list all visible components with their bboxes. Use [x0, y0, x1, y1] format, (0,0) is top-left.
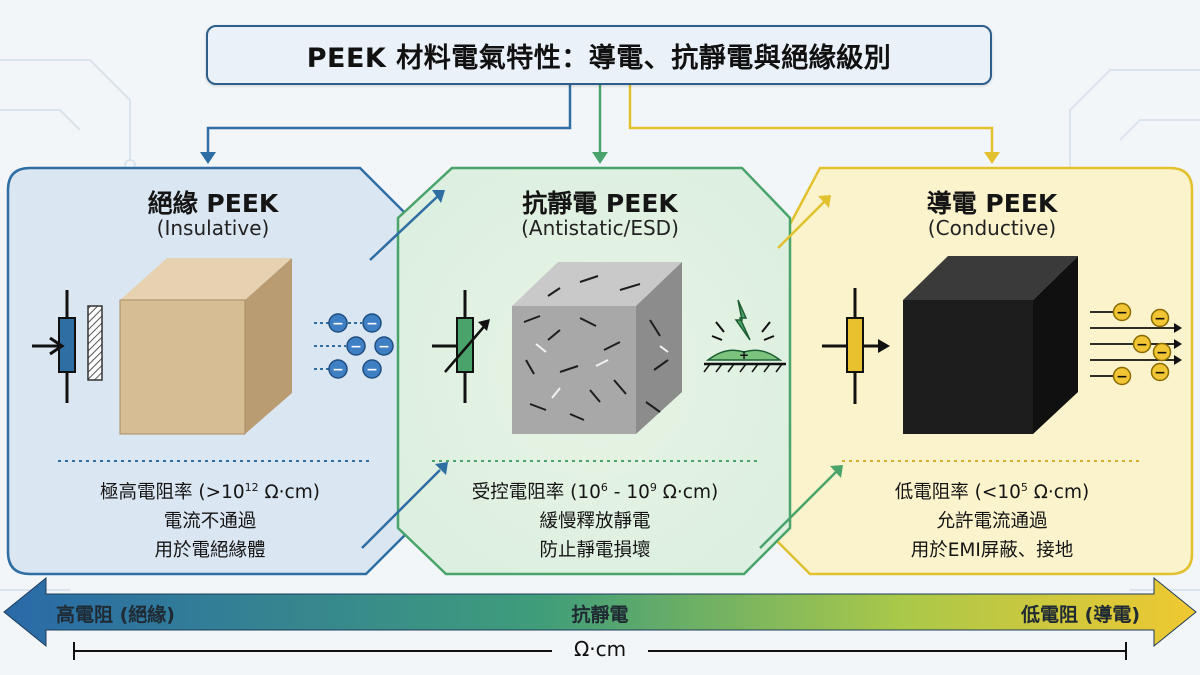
page-title: PEEK 材料電氣特性：導電、抗靜電與絕緣級別 [206, 25, 992, 85]
variable-resistor-icon-insulative [32, 290, 103, 403]
antistatic-resistivity: 受控電阻率 (106 - 109 Ω·cm) [471, 481, 719, 503]
scale-unit-label: Ω·cm [552, 637, 648, 661]
svg-text:−: − [1154, 311, 1166, 327]
panel-insulative-description: 極高電阻率 (>1012 Ω·cm) 電流不通過 用於電絕緣體 [30, 473, 390, 565]
svg-text:−: − [1116, 369, 1128, 385]
svg-text:−: − [1136, 337, 1148, 353]
scale-right-label: 低電阻 (導電) [1021, 604, 1140, 626]
svg-text:−: − [1156, 345, 1168, 361]
transition-arrows [361, 190, 843, 549]
scale-center-label: 抗靜電 [571, 604, 629, 626]
circuit-background [0, 59, 1200, 591]
svg-text:−: − [350, 339, 362, 355]
panel-antistatic-subtitle: (Antistatic/ESD) [521, 216, 679, 240]
svg-text:−: − [378, 339, 390, 355]
panel-antistatic-title: 抗靜電 PEEK [522, 189, 678, 218]
conductive-line2: 允許電流通過 [936, 511, 1048, 532]
panel-conductive-subtitle: (Conductive) [927, 216, 1057, 240]
svg-text:−: − [1154, 365, 1166, 381]
svg-text:+: + [739, 348, 749, 362]
insulative-line2: 電流不通過 [163, 511, 257, 532]
svg-text:−: − [366, 362, 378, 378]
panel-insulative-title: 絕緣 PEEK [147, 189, 279, 218]
panel-antistatic-description: 受控電阻率 (106 - 109 Ω·cm) 緩慢釋放靜電 防止靜電損壞 [410, 473, 780, 565]
svg-text:−: − [366, 316, 378, 332]
svg-text:−: − [332, 316, 344, 332]
antistatic-line3: 防止靜電損壞 [539, 540, 651, 561]
conductive-line3: 用於EMI屏蔽、接地 [910, 540, 1074, 561]
title-connectors [200, 82, 1000, 164]
static-discharge-icon: + [703, 299, 786, 373]
antistatic-line2: 緩慢釋放靜電 [539, 511, 651, 532]
panel-conductive-title: 導電 PEEK [926, 189, 1058, 218]
cube-insulative [119, 258, 292, 435]
insulative-line3: 用於電絕緣體 [154, 540, 266, 561]
svg-text:−: − [332, 362, 344, 378]
cube-conductive [903, 256, 1078, 434]
electron-blocked-icon: − − − − − − [314, 313, 394, 379]
panel-conductive-description: 低電阻率 (<105 Ω·cm) 允許電流通過 用於EMI屏蔽、接地 [820, 473, 1164, 565]
svg-text:−: − [1116, 305, 1128, 321]
scale-left-label: 高電阻 (絕緣) [56, 604, 175, 626]
conductive-resistivity: 低電阻率 (<105 Ω·cm) [894, 481, 1090, 503]
electron-flow-icon: − − − − − − [1090, 302, 1182, 386]
insulative-resistivity: 極高電阻率 (>1012 Ω·cm) [100, 481, 320, 503]
cube-antistatic [512, 262, 682, 434]
resistor-icon-conductive [822, 288, 890, 404]
resistance-scale-arrow [3, 576, 1197, 648]
panel-insulative-subtitle: (Insulative) [156, 216, 270, 240]
variable-resistor-icon-antistatic [432, 290, 490, 403]
